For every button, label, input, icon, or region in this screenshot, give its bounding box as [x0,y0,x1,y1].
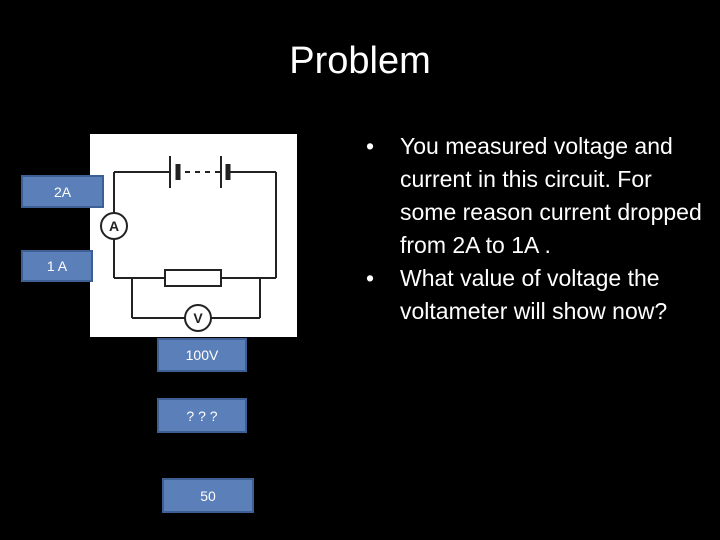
problem-bullets: • You measured voltage and current in th… [362,130,707,328]
voltage-100v-label: 100V [157,338,247,372]
voltage-answer-label: 50 [162,478,254,513]
bullet-text: You measured voltage and current in this… [400,133,702,258]
circuit-diagram: A V [90,134,297,337]
voltage-unknown-label: ? ? ? [157,398,247,433]
bullet-item: • What value of voltage the voltameter w… [362,262,707,328]
bullet-marker: • [366,265,375,291]
battery-icon [169,156,231,188]
ammeter-icon: A [100,212,128,240]
ammeter-label: A [109,218,119,234]
voltmeter-label: V [193,310,203,326]
current-1a-label: 1 A [21,250,93,282]
bullet-item: • You measured voltage and current in th… [362,130,707,262]
bullet-text: What value of voltage the voltameter wil… [400,265,668,324]
current-2a-label: 2A [21,175,104,208]
bullet-marker: • [366,133,375,159]
voltmeter-icon: V [184,304,212,332]
slide-title: Problem [289,40,431,82]
circuit-schematic: A V [100,156,277,332]
resistor-icon [164,269,222,287]
